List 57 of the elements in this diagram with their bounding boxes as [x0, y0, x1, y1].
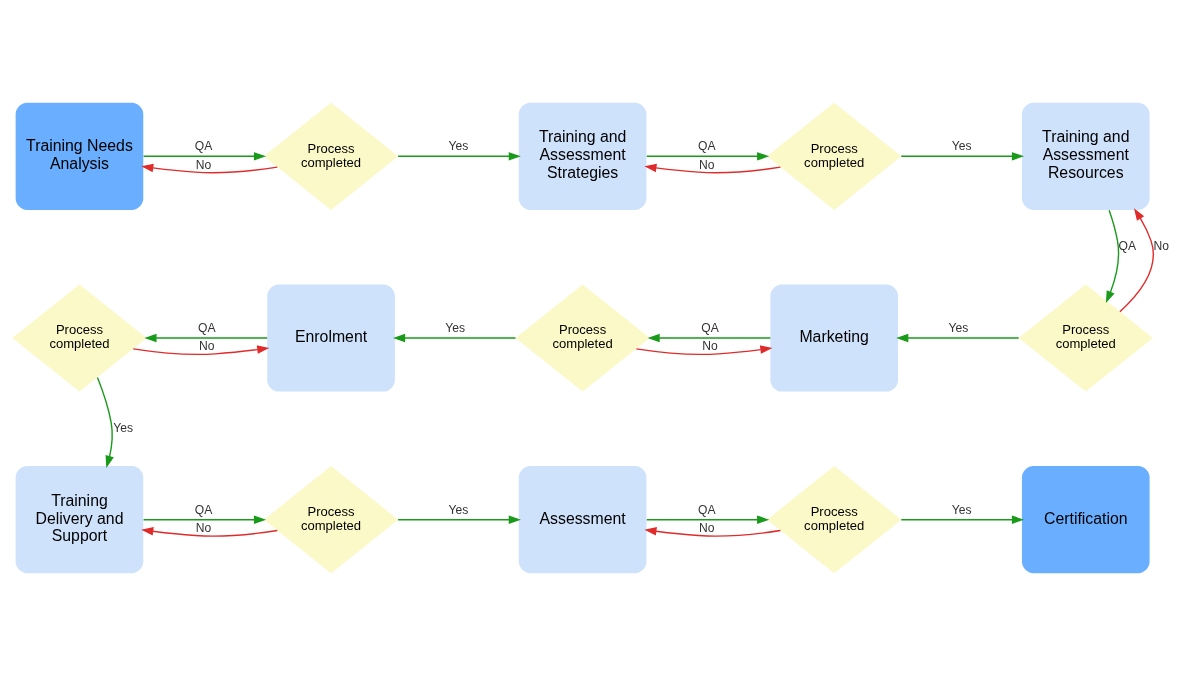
node-diamond: Process completed — [12, 283, 147, 392]
arrow — [647, 333, 772, 342]
edge-label: QA — [698, 138, 716, 153]
node-box: Marketing — [770, 283, 898, 392]
edge-label: QA — [198, 320, 216, 335]
edge-label: No — [1153, 238, 1169, 253]
edge-label: No — [199, 338, 215, 353]
edge-label: QA — [701, 320, 719, 335]
node-diamond: Process completed — [515, 283, 650, 392]
arrow — [141, 526, 278, 537]
arrow — [635, 344, 773, 355]
arrow — [1105, 209, 1120, 303]
arrow — [397, 151, 521, 161]
node-box: Training and Assessment Resources — [1021, 102, 1150, 210]
node-box: Assessment — [518, 465, 647, 573]
arrow — [397, 514, 521, 524]
arrow — [896, 333, 1020, 342]
arrow — [144, 333, 268, 342]
arrow — [141, 163, 278, 173]
edge-label: Yes — [445, 320, 466, 335]
node-diamond: Process completed — [263, 465, 399, 573]
edge-label: No — [702, 338, 718, 353]
arrow — [142, 151, 267, 161]
node-diamond: Process completed — [1018, 283, 1153, 392]
edge-label: Yes — [951, 502, 972, 517]
arrow — [96, 376, 114, 468]
edge-label: No — [195, 157, 212, 172]
arrow — [900, 514, 1025, 524]
edge-label: QA — [698, 502, 716, 517]
node-diamond: Process completed — [767, 102, 902, 210]
arrow — [132, 344, 270, 355]
edge-label: Yes — [113, 420, 134, 435]
arrow — [646, 514, 770, 524]
node-box: Training Needs Analysis — [15, 102, 144, 210]
arrow — [900, 151, 1025, 161]
node-box: Enrolment — [267, 283, 395, 392]
arrow — [646, 151, 770, 161]
edge-label: QA — [1118, 238, 1136, 253]
edge-label: Yes — [951, 138, 972, 153]
edge-label: QA — [194, 138, 213, 153]
edge-label: No — [699, 520, 715, 535]
arrow — [142, 514, 267, 524]
edge-label: Yes — [448, 502, 469, 517]
arrow — [393, 333, 517, 342]
node-box: Training and Assessment Strategies — [518, 102, 647, 210]
node-box: Training Delivery and Support — [15, 465, 144, 573]
arrow — [644, 163, 782, 173]
edge-label: No — [699, 157, 715, 172]
node-box: Certification — [1021, 465, 1150, 573]
node-diamond: Process completed — [767, 465, 902, 573]
edge-label: No — [195, 520, 212, 535]
edge-label: QA — [194, 502, 213, 517]
node-diamond: Process completed — [263, 102, 399, 210]
arrow — [1119, 207, 1154, 312]
edge-label: Yes — [448, 138, 469, 153]
arrow — [644, 526, 782, 537]
edge-label: Yes — [948, 320, 969, 335]
